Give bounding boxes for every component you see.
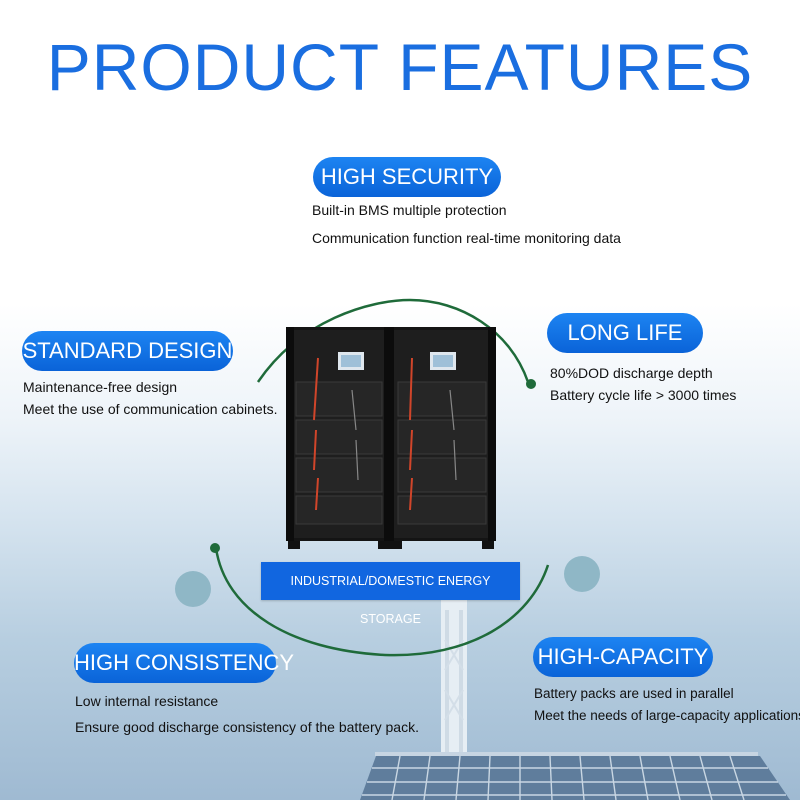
standard-design-line-2: Meet the use of communication cabinets. [23,401,278,417]
long-life-badge: LONG LIFE [547,313,703,353]
high-security-line-2: Communication function real-time monitor… [312,230,621,246]
long-life-line-2: Battery cycle life > 3000 times [550,387,737,403]
high-consistency-desc: Low internal resistance Ensure good disc… [75,690,419,738]
energy-storage-label: INDUSTRIAL/DOMESTIC ENERGY STORAGE [261,562,520,626]
arc-dot-left [210,543,220,553]
page-title: PRODUCT FEATURES [46,30,754,104]
long-life-desc: 80%DOD discharge depth Battery cycle lif… [550,362,736,406]
high-consistency-line-2: Ensure good discharge consistency of the… [75,719,419,735]
high-security-desc: Built-in BMS multiple protection Communi… [312,199,621,249]
solar-panel-icon [360,752,790,800]
high-capacity-line-2: Meet the needs of large-capacity applica… [534,708,800,723]
right-cabinet [386,327,496,549]
standard-design-line-1: Maintenance-free design [23,379,178,395]
high-security-line-1: Built-in BMS multiple protection [312,202,507,218]
bottom-arc [214,547,550,657]
arc-dot-right [526,379,536,389]
standard-design-desc: Maintenance-free design Meet the use of … [23,376,277,420]
high-consistency-badge: HIGH CONSISTENCY [74,643,294,683]
high-capacity-line-1: Battery packs are used in parallel [534,686,734,701]
high-consistency-line-1: Low internal resistance [75,693,219,709]
long-life-line-1: 80%DOD discharge depth [550,365,713,381]
left-cabinet [286,327,392,549]
high-capacity-desc: Battery packs are used in parallel Meet … [534,683,800,727]
high-security-badge: HIGH SECURITY [313,157,501,197]
teal-circle-left [175,571,211,607]
standard-design-badge: STANDARD DESIGN [22,331,233,371]
teal-circle-right [564,556,600,592]
high-capacity-badge: HIGH-CAPACITY [533,637,713,677]
